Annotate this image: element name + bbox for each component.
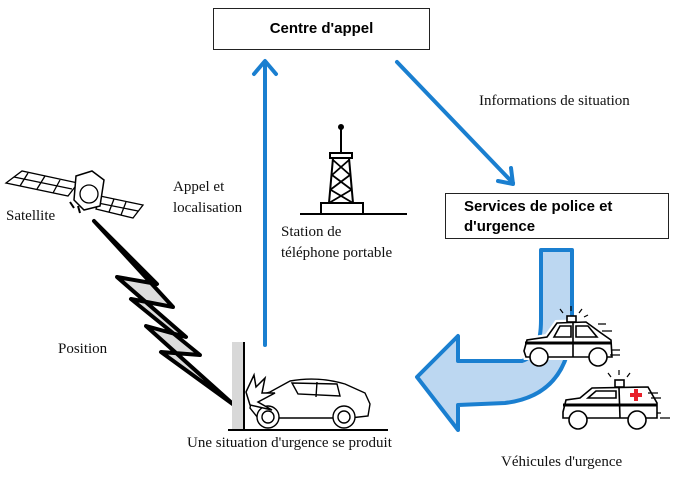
services-label-line2: d'urgence — [464, 218, 536, 235]
call-location-label: Appel et localisation — [173, 177, 242, 219]
emergency-services-box: Services de police et d'urgence — [445, 193, 669, 239]
crashed-car-icon — [245, 372, 371, 429]
call-centre-box: Centre d'appel — [213, 8, 430, 50]
lightning-bolt-icon — [92, 219, 236, 407]
wall-icon — [228, 342, 388, 431]
satellite-icon — [4, 170, 145, 219]
station-label-line1: Station de — [281, 224, 342, 240]
cell-station-label: Station de téléphone portable — [281, 222, 392, 264]
ambulance-icon — [562, 370, 670, 430]
call-label-line2: localisation — [173, 200, 243, 216]
position-label: Position — [58, 341, 108, 357]
cell-tower-icon — [300, 124, 407, 215]
services-label-line1: Services de police et — [464, 198, 613, 215]
satellite-label: Satellite — [6, 208, 56, 224]
police-car-icon — [520, 306, 620, 367]
arrow-call-to-centre — [252, 59, 278, 347]
situation-info-label: Informations de situation — [479, 93, 630, 109]
emergency-occurs-label: Une situation d'urgence se produit — [187, 435, 392, 451]
call-label-line1: Appel et — [173, 179, 225, 195]
call-centre-label: Centre d'appel — [269, 20, 374, 37]
station-label-line2: téléphone portable — [281, 245, 393, 261]
emergency-vehicles-label: Véhicules d'urgence — [501, 454, 623, 470]
arrow-centre-to-services — [395, 60, 515, 186]
